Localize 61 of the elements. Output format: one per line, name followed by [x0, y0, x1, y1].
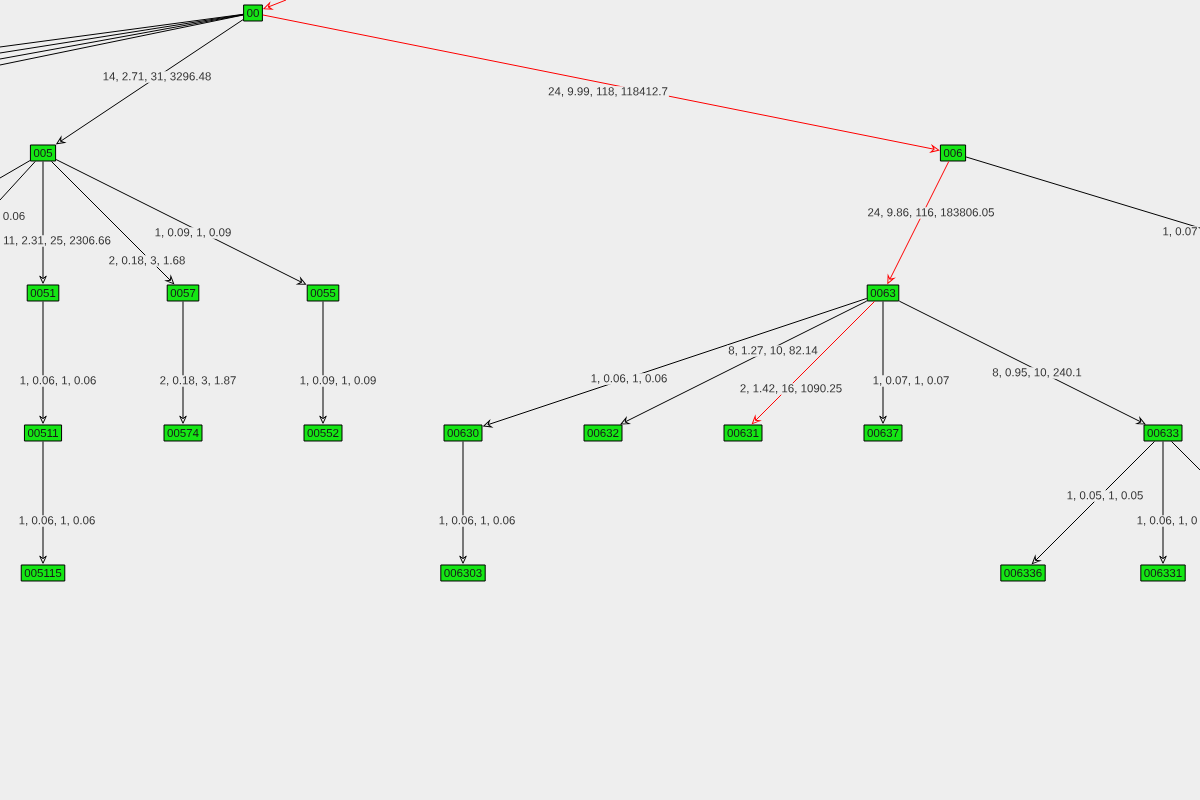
arrow [263, 0, 287, 10]
id-box: 00 [243, 4, 263, 22]
arrow [51, 161, 175, 285]
edge-label: 2, 0.18, 3, 1.87 [158, 375, 238, 387]
edge-label: 1, 0.07, 1, 0.07 [871, 375, 951, 387]
arrow [483, 297, 868, 428]
arrow [319, 301, 327, 424]
id-box: 00637 [863, 424, 903, 442]
edge-label: 1, 0.06, 1, 0 [1135, 515, 1199, 527]
connector-line [1171, 441, 1200, 471]
id-box: 006 [939, 144, 967, 162]
edge-label: 2, 0.18, 3, 1.68 [107, 255, 187, 267]
edge-label: 1, 0.09, 1, 0.09 [298, 375, 378, 387]
id-box: 00631 [723, 424, 763, 442]
id-box: 00574 [163, 424, 203, 442]
edge-label: 11, 2.31, 25, 2306.66 [2, 235, 112, 247]
edge-label: 1, 0.07 [1161, 226, 1199, 238]
arrow [55, 159, 307, 285]
arrow [887, 161, 950, 284]
edge-label: 24, 9.99, 118, 118412.7 [547, 86, 669, 98]
arrow [1159, 441, 1167, 564]
edge-label: 1, 0.06, 1, 0.06 [18, 375, 98, 387]
arrow [39, 161, 47, 284]
id-box: 0057 [166, 284, 200, 302]
arrow [459, 441, 467, 564]
id-box: 0051 [26, 284, 60, 302]
edge-label: 0.06 [1, 210, 27, 222]
edge-label: 14, 2.71, 31, 3296.48 [101, 71, 213, 83]
arrow [620, 300, 868, 425]
arrow [262, 14, 940, 153]
edge-label: 1, 0.09, 1, 0.09 [153, 227, 233, 239]
edge-label: 1, 0.06, 1, 0.06 [437, 515, 517, 527]
id-box: 0063 [866, 284, 900, 302]
arrow [898, 300, 1146, 425]
id-box: 005115 [20, 564, 66, 582]
edge-label: 8, 1.27, 10, 82.14 [727, 345, 819, 357]
id-box: 006331 [1140, 564, 1186, 582]
id-box: 00632 [583, 424, 623, 442]
id-box: 00552 [303, 424, 343, 442]
edge-label: 1, 0.06, 1, 0.06 [17, 515, 97, 527]
id-box: 00630 [443, 424, 483, 442]
edge-label: 2, 1.42, 16, 1090.25 [738, 383, 844, 395]
arrow [879, 301, 887, 424]
id-box: 00633 [1143, 424, 1183, 442]
edge-label: 8, 0.95, 10, 240.1 [991, 367, 1083, 379]
arrow [39, 301, 47, 424]
id-box: 006303 [440, 564, 486, 582]
edge-label: 24, 9.86, 116, 183806.05 [866, 207, 996, 219]
arrow [39, 441, 47, 564]
edge-label: 1, 0.05, 1, 0.05 [1065, 490, 1145, 502]
edge-label: 1, 0.06, 1, 0.06 [589, 373, 669, 385]
arrow [1031, 441, 1155, 565]
arrow [751, 301, 875, 425]
id-box: 00511 [23, 424, 63, 442]
connector-line [0, 160, 31, 179]
connector-line [0, 161, 36, 201]
id-box: 006336 [1000, 564, 1046, 582]
id-box: 005 [29, 144, 57, 162]
id-box: 0055 [306, 284, 340, 302]
arrow [56, 19, 244, 145]
arrow [179, 301, 187, 424]
